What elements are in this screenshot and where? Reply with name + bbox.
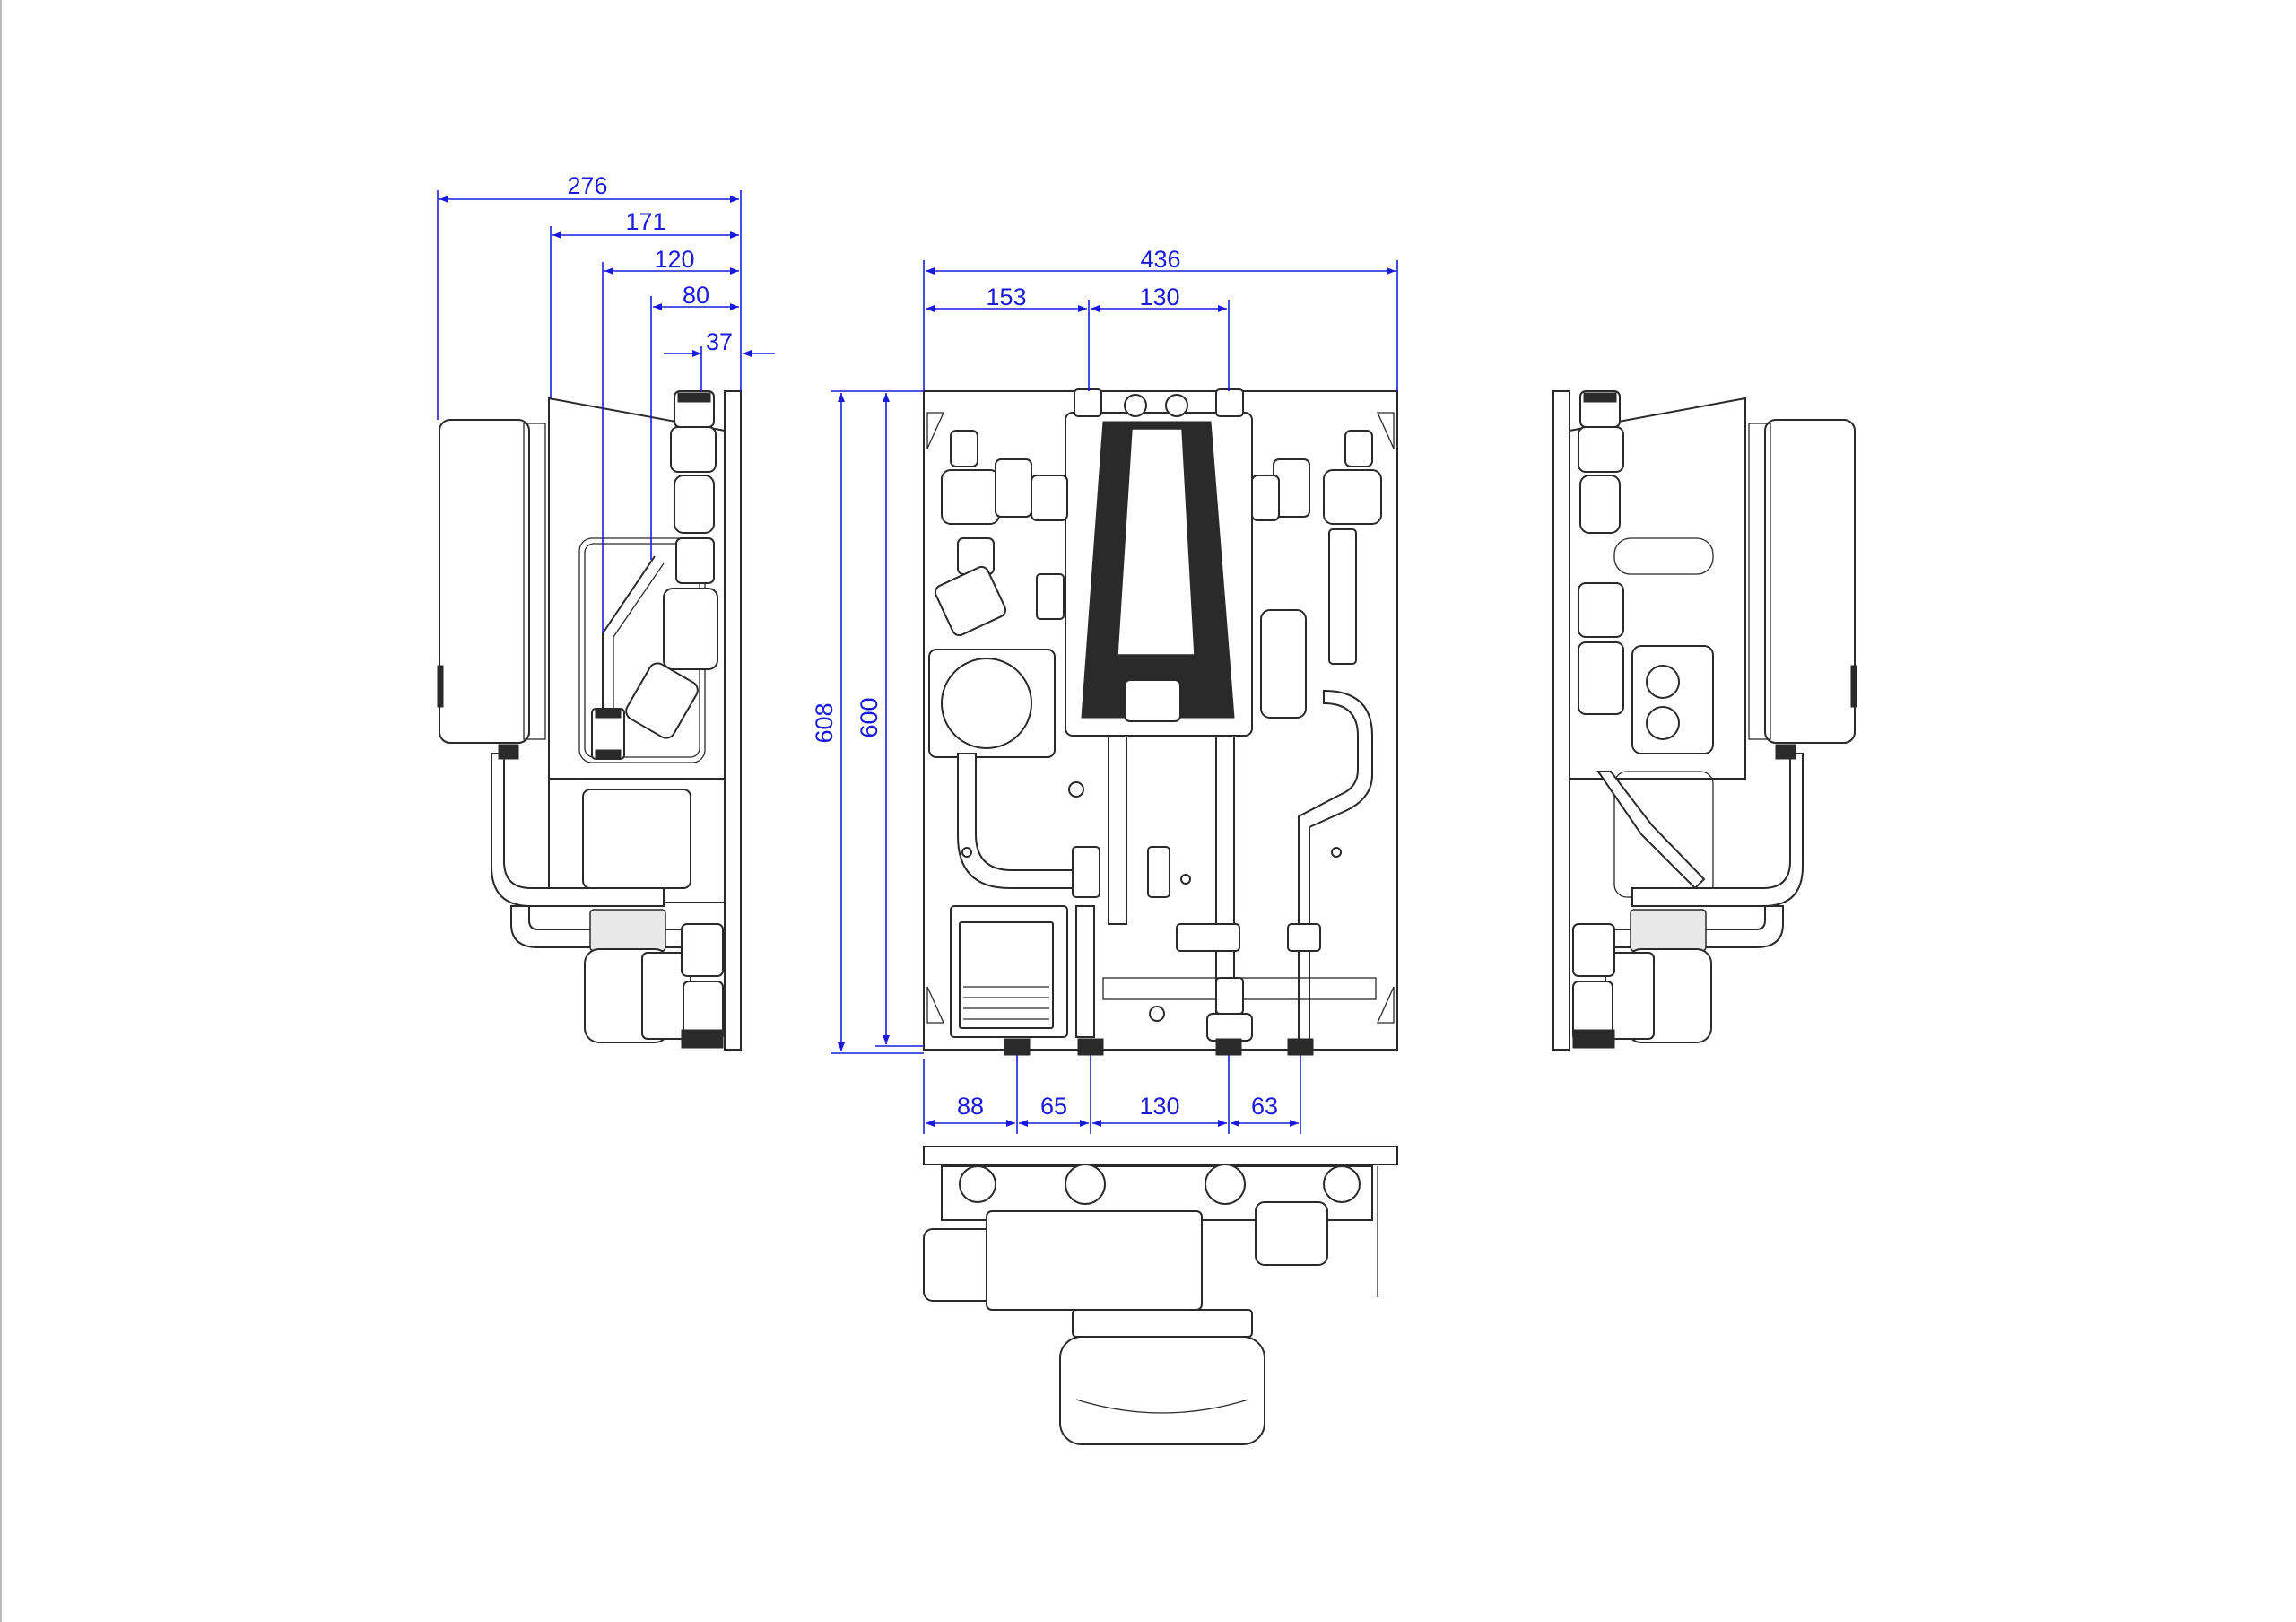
bottom-view [923, 1146, 1398, 1445]
dimension-608: 608 [811, 702, 838, 743]
dimension-88: 88 [957, 1093, 984, 1120]
dimension-80: 80 [683, 282, 709, 309]
left-side-view [437, 390, 742, 1051]
dimension-130-bottom: 130 [1139, 1093, 1179, 1120]
dimension-600: 600 [856, 697, 883, 737]
dimension-276: 276 [567, 172, 607, 199]
dimension-65: 65 [1040, 1093, 1067, 1120]
dimension-37: 37 [706, 328, 733, 355]
dimension-63: 63 [1251, 1093, 1278, 1120]
dimension-layer: 276 171 120 80 37 436 153 130 608 600 [437, 172, 1398, 1134]
dimension-171: 171 [625, 208, 665, 235]
dimension-120: 120 [654, 246, 694, 273]
dimension-436: 436 [1140, 246, 1180, 273]
dimension-153: 153 [986, 283, 1026, 310]
front-view [923, 388, 1398, 1056]
dimension-130-top: 130 [1139, 283, 1179, 310]
right-side-view [1552, 390, 1857, 1051]
